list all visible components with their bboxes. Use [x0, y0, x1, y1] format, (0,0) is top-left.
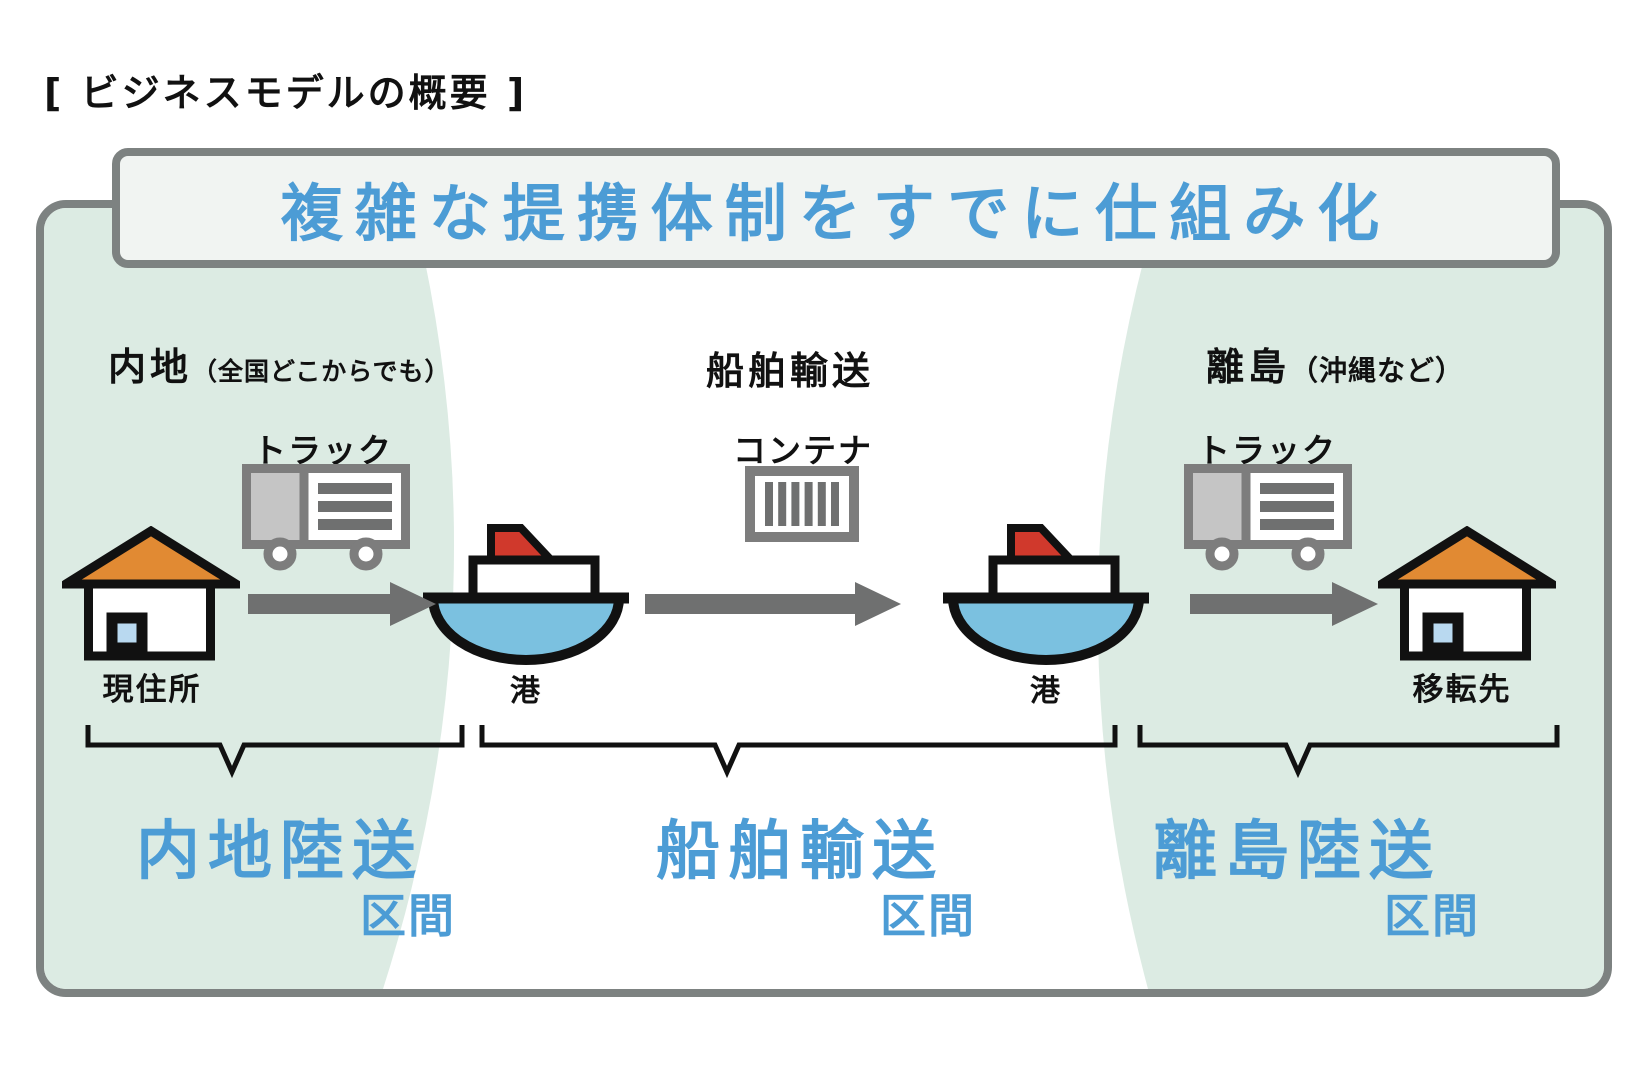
- truck-island-label: トラック: [1197, 431, 1337, 470]
- truck-icon: [1184, 464, 1352, 571]
- banner-title: 複雑な提携体制をすでに仕組み化: [280, 177, 1392, 250]
- region-header-mainland: 内地 （全国どこからでも）: [108, 336, 451, 391]
- house-icon: [62, 526, 240, 661]
- house-destination-label: 移転先: [1412, 672, 1512, 708]
- segment-suffix-sea: 区間: [880, 889, 976, 943]
- arrow-right-icon: [645, 582, 901, 626]
- truck-mainland-label: トラック: [253, 431, 393, 470]
- segment-label-sea: 船舶輸送: [656, 815, 944, 889]
- segment-label-island: 離島陸送: [1153, 815, 1441, 889]
- segment-label-mainland: 内地陸送: [136, 815, 424, 889]
- arrow-right-icon: [1190, 582, 1378, 626]
- container-icon: [745, 466, 859, 542]
- region-header-island: 離島 （沖縄など）: [1206, 336, 1464, 391]
- truck-icon: [242, 464, 410, 571]
- page-title: [ ビジネスモデルの概要 ]: [44, 71, 528, 115]
- region-name-island: 離島: [1206, 345, 1291, 389]
- region-name-mainland: 内地: [108, 345, 193, 389]
- bracket-sea: [479, 725, 1118, 779]
- region-note-mainland: （全国どこからでも）: [192, 357, 451, 386]
- region-note-island: （沖縄など）: [1290, 354, 1465, 387]
- region-header-sea: 船舶輸送: [705, 349, 874, 393]
- house-icon: [1378, 526, 1556, 661]
- bracket-island: [1137, 725, 1560, 779]
- port-departure-label: 港: [510, 674, 542, 709]
- arrow-right-icon: [248, 582, 436, 626]
- bracket-mainland: [85, 725, 465, 779]
- container-label: コンテナ: [733, 431, 873, 470]
- segment-suffix-island: 区間: [1384, 889, 1480, 943]
- house-origin-label: 現住所: [102, 672, 202, 708]
- port-arrival-label: 港: [1030, 674, 1062, 709]
- segment-suffix-mainland: 区間: [360, 889, 456, 943]
- title-banner: 複雑な提携体制をすでに仕組み化: [112, 148, 1560, 268]
- segment-brackets: [85, 725, 1560, 779]
- ship-icon: [423, 524, 629, 665]
- ship-icon: [943, 524, 1149, 665]
- main-panel: 内地 （全国どこからでも） 船舶輸送 離島 （沖縄など） トラック コンテナ ト…: [36, 200, 1612, 997]
